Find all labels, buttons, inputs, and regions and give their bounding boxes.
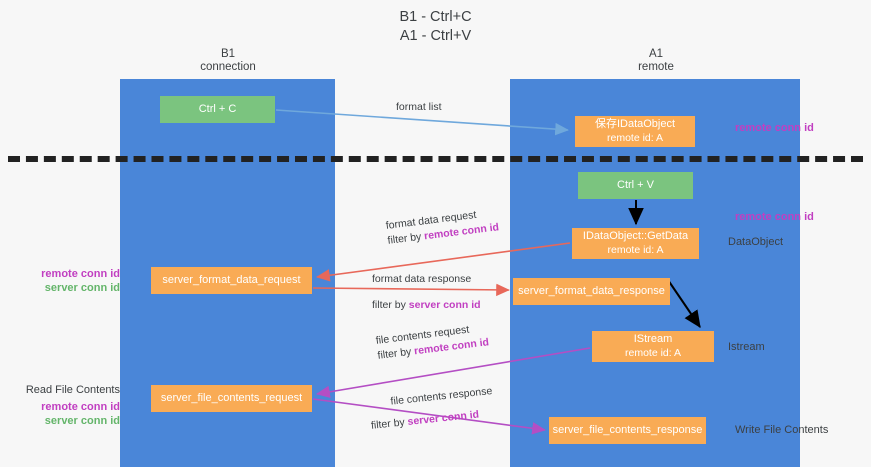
node-istream[interactable]: IStream remote id: A — [592, 331, 714, 362]
lane-header-a1: A1 remote — [576, 48, 736, 74]
node-idataobject-line1: 保存IDataObject — [594, 118, 676, 130]
lane-header-a1-title: A1 — [648, 48, 664, 60]
diagram-title-line2: A1 - Ctrl+V — [399, 28, 472, 44]
node-server-file-contents-request-label: server_file_contents_request — [160, 391, 303, 404]
legend-middle-server-conn-id: server conn id — [44, 281, 120, 294]
edge-label-format-data-request-prefix: filter by — [386, 230, 425, 247]
legend-middle-remote-conn-id: remote conn id — [41, 268, 120, 280]
node-getdata-line2: remote id: A — [607, 243, 664, 256]
edge-label-file-contents-request: file contents request filter by remote c… — [375, 320, 490, 363]
legend-bottom: remote conn id server conn id — [5, 401, 120, 428]
node-server-file-contents-request[interactable]: server_file_contents_request — [151, 385, 312, 412]
node-ctrl-c-label: Ctrl + C — [198, 102, 237, 115]
edge-label-format-data-response-line2: filter by server conn id — [372, 298, 481, 313]
legend-bottom-remote-conn-id: remote conn id — [41, 401, 120, 413]
lane-header-b1: B1 connection — [148, 48, 308, 74]
node-server-format-data-response[interactable]: server_format_data_response — [513, 278, 670, 305]
side-label-write-file-contents: Write File Contents — [735, 424, 829, 436]
node-getdata[interactable]: IDataObject::GetData remote id: A — [572, 228, 699, 259]
lane-header-b1-title: B1 — [220, 48, 236, 60]
node-server-file-contents-response-label: server_file_contents_response — [552, 423, 703, 436]
edge-label-file-contents-response-prefix: filter by — [370, 416, 409, 432]
side-label-istream: Istream — [728, 341, 765, 353]
edge-label-file-contents-request-prefix: filter by — [376, 345, 415, 362]
diagram-title: B1 - Ctrl+C A1 - Ctrl+V — [0, 8, 871, 46]
node-server-format-data-request[interactable]: server_format_data_request — [151, 267, 312, 294]
phase-divider — [8, 156, 863, 162]
side-label-remote-conn-id-mid: remote conn id — [735, 211, 814, 223]
node-ctrl-v-label: Ctrl + V — [617, 178, 654, 191]
lane-header-b1-subtitle: connection — [200, 61, 256, 73]
diagram-title-line1: B1 - Ctrl+C — [399, 9, 472, 25]
edge-label-format-data-response: format data response filter by server co… — [372, 272, 481, 313]
node-server-file-contents-response[interactable]: server_file_contents_response — [549, 417, 706, 444]
edge-label-file-contents-response-line2: filter by server conn id — [370, 406, 495, 434]
edge-label-format-list-text: format list — [396, 101, 442, 113]
node-server-format-data-response-label: server_format_data_response — [518, 284, 665, 297]
node-istream-line2: remote id: A — [624, 346, 682, 359]
node-ctrl-c[interactable]: Ctrl + C — [160, 96, 275, 123]
node-idataobject-line2: remote id: A — [606, 131, 664, 144]
side-label-remote-conn-id-top: remote conn id — [735, 122, 814, 134]
edge-label-format-data-response-prefix: filter by — [372, 299, 409, 311]
node-idataobject[interactable]: 保存IDataObject remote id: A — [575, 116, 695, 147]
label-read-file-contents: Read File Contents — [25, 384, 120, 396]
node-getdata-line1: IDataObject::GetData — [582, 230, 689, 242]
edge-label-file-contents-response: file contents response filter by server … — [368, 384, 495, 434]
node-server-format-data-request-label: server_format_data_request — [162, 273, 301, 286]
node-istream-line1: IStream — [633, 333, 673, 345]
edge-label-format-data-response-line1: format data response — [372, 273, 472, 285]
edge-label-format-data-request: format data request filter by remote con… — [385, 205, 500, 248]
edge-label-file-contents-response-line1: file contents response — [389, 385, 493, 408]
legend-bottom-server-conn-id: server conn id — [44, 414, 120, 427]
node-ctrl-v[interactable]: Ctrl + V — [578, 172, 693, 199]
edge-label-format-list: format list — [396, 100, 442, 115]
edge-label-format-data-response-highlight: server conn id — [408, 299, 481, 311]
lane-header-a1-subtitle: remote — [638, 61, 674, 73]
side-label-dataobject: DataObject — [728, 236, 784, 248]
legend-middle: remote conn id server conn id — [5, 268, 120, 295]
edge-label-file-contents-response-highlight: server conn id — [406, 408, 480, 428]
